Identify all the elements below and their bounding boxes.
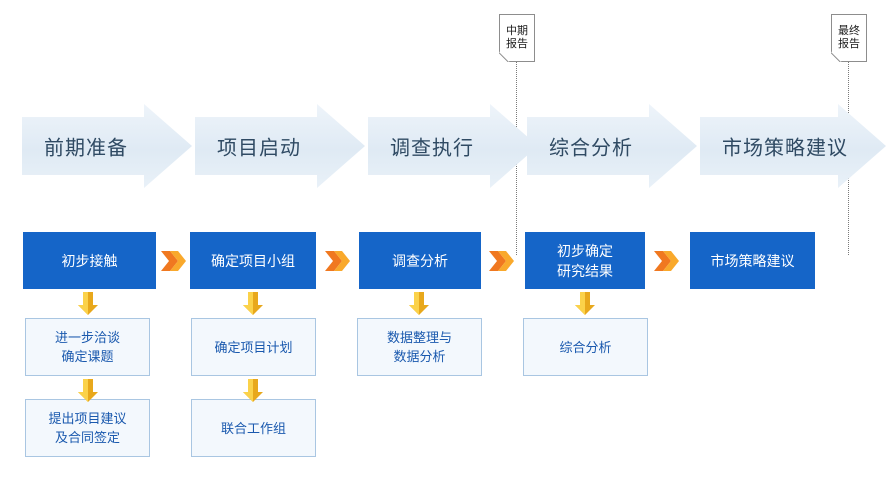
phase-banner-2[interactable]: 项目启动 <box>195 104 365 188</box>
substep-box-2-2[interactable]: 联合工作组 <box>191 399 316 457</box>
step-box-label: 确定项目小组 <box>211 252 295 269</box>
down-arrow-icon <box>77 379 99 403</box>
step-box-label: 研究结果 <box>557 262 613 279</box>
substep-label: 综合分析 <box>559 339 612 355</box>
page-fold-icon <box>499 51 510 62</box>
double-chevron-right-icon <box>654 250 680 272</box>
note-line: 中期 <box>506 25 528 37</box>
step-box-3[interactable]: 调查分析 <box>359 232 481 289</box>
double-chevron-right-icon <box>325 250 351 272</box>
phase-banner-5[interactable]: 市场策略建议 <box>700 104 886 188</box>
note-line: 最终 <box>838 25 860 37</box>
substep-label: 进一步洽谈 <box>54 330 120 345</box>
phase-banner-label: 市场策略建议 <box>722 137 848 160</box>
double-chevron-right-icon <box>489 250 515 272</box>
milestone-note-final-report: 最终 报告 <box>831 14 867 62</box>
substep-box-2-1[interactable]: 确定项目计划 <box>191 318 316 376</box>
phase-banner-1[interactable]: 前期准备 <box>22 104 192 188</box>
phase-banner-label: 前期准备 <box>44 137 128 160</box>
step-box-label: 市场策略建议 <box>710 252 795 269</box>
down-arrow-icon <box>574 292 596 316</box>
page-fold-icon <box>831 51 842 62</box>
substep-label: 确定课题 <box>61 349 114 364</box>
step-box-label: 初步接触 <box>61 252 118 269</box>
substep-label: 联合工作组 <box>220 420 286 436</box>
down-arrow-icon <box>242 292 264 316</box>
milestone-note-midterm-report: 中期 报告 <box>499 14 535 62</box>
substep-box-1-2[interactable]: 提出项目建议 及合同签定 <box>25 399 150 457</box>
phase-banner-label: 调查执行 <box>390 137 474 160</box>
substep-label: 数据整理与 <box>386 330 452 345</box>
note-line: 报告 <box>838 38 860 50</box>
down-arrow-icon <box>408 292 430 316</box>
phase-banner-label: 项目启动 <box>217 137 301 160</box>
down-arrow-icon <box>242 379 264 403</box>
substep-box-1-1[interactable]: 进一步洽谈 确定课题 <box>25 318 150 376</box>
substep-label: 及合同签定 <box>54 430 120 445</box>
phase-banner-4[interactable]: 综合分析 <box>527 104 697 188</box>
double-chevron-right-icon <box>161 250 187 272</box>
substep-box-4-1[interactable]: 综合分析 <box>523 318 648 376</box>
substep-label: 数据分析 <box>393 349 446 364</box>
substep-label: 提出项目建议 <box>48 411 127 426</box>
down-arrow-icon <box>77 292 99 316</box>
step-box-4[interactable]: 初步确定 研究结果 <box>525 232 645 289</box>
step-box-5[interactable]: 市场策略建议 <box>690 232 815 289</box>
phase-banner-label: 综合分析 <box>549 137 633 160</box>
step-box-label: 调查分析 <box>392 252 448 269</box>
substep-box-3-1[interactable]: 数据整理与 数据分析 <box>357 318 482 376</box>
phase-banner-3[interactable]: 调查执行 <box>368 104 538 188</box>
substep-label: 确定项目计划 <box>214 339 293 355</box>
step-box-2[interactable]: 确定项目小组 <box>190 232 316 289</box>
step-box-1[interactable]: 初步接触 <box>23 232 156 289</box>
step-box-label: 初步确定 <box>557 242 613 259</box>
note-line: 报告 <box>506 38 528 50</box>
